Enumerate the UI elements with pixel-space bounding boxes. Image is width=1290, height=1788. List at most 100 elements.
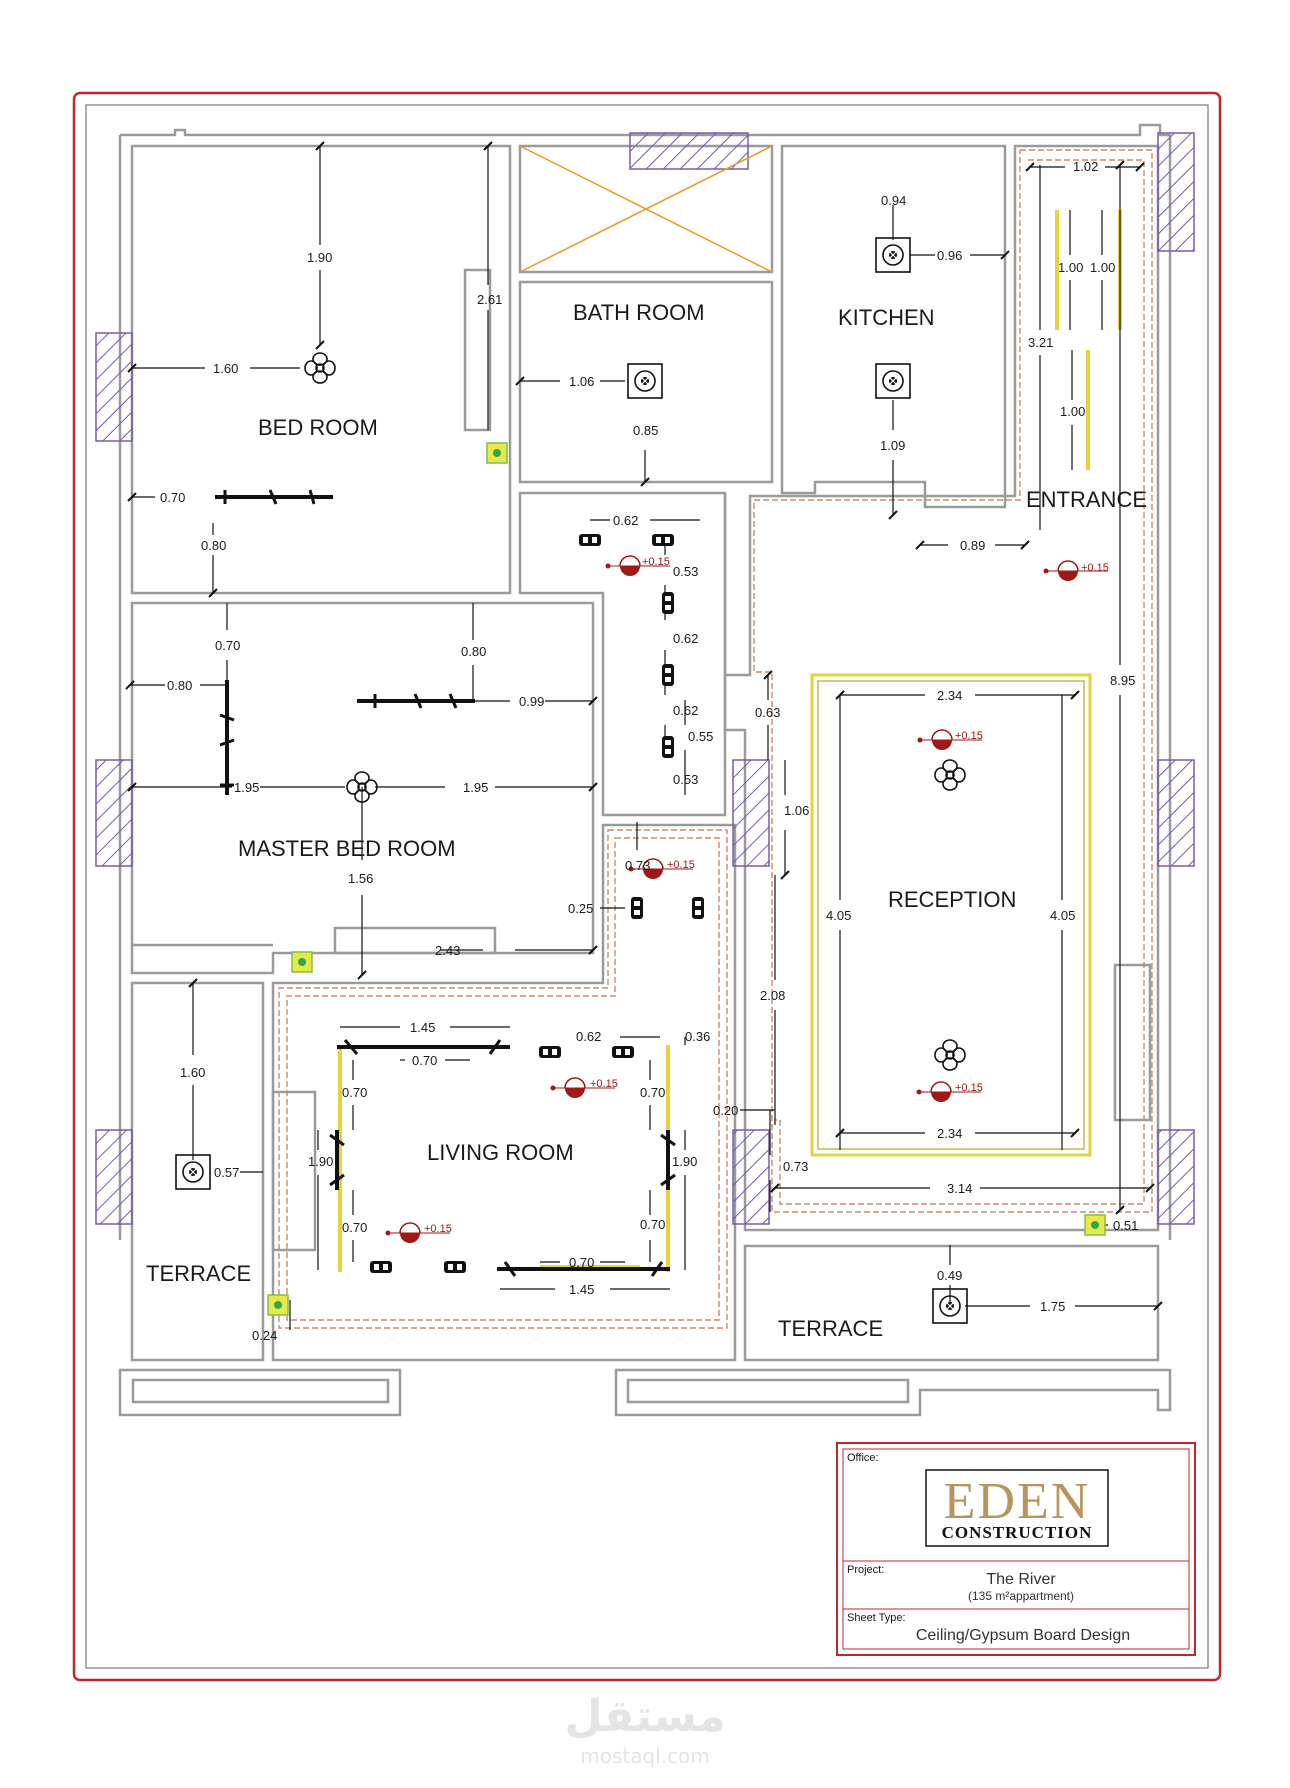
dimension-label: 0.80 (167, 678, 192, 693)
dimension-label: 0.89 (960, 538, 985, 553)
dimension-label: 0.49 (937, 1268, 962, 1283)
dimension-label: 1.09 (880, 438, 905, 453)
dimension-label: 0.70 (569, 1255, 594, 1270)
dimension-label: 0.24 (252, 1328, 277, 1343)
logo-sub-text: CONSTRUCTION (942, 1523, 1093, 1542)
room-label-reception: RECEPTION (888, 887, 1016, 912)
ceiling-light-icon (875, 363, 911, 399)
dimension-label: 0.36 (685, 1029, 710, 1044)
spotlight-icon (652, 534, 674, 546)
spotlight-icon (662, 736, 674, 758)
dimension-label: 1.95 (463, 780, 488, 795)
dimension-label: 1.90 (307, 250, 332, 265)
dimension-label: 0.51 (1113, 1218, 1138, 1233)
dimension-label: 0.70 (342, 1085, 367, 1100)
track-ticks (219, 489, 676, 1277)
dimension-label: 0.62 (673, 703, 698, 718)
spotlight-icon (444, 1261, 466, 1273)
dimension-lines (130, 146, 1158, 1330)
ceiling-fan-icon (304, 352, 336, 384)
dimension-label: 0.70 (640, 1217, 665, 1232)
dimension-label: 0.96 (937, 248, 962, 263)
dimension-label: 2.43 (435, 943, 460, 958)
watermark-latin: mostaql.com (580, 1744, 710, 1768)
ceiling-fan-icon (934, 759, 966, 791)
dimension-label: 0.73 (625, 858, 650, 873)
dimension-label: 0.94 (881, 193, 906, 208)
dimension-label: 0.53 (673, 772, 698, 787)
level-text: +0.15 (667, 859, 695, 871)
level-text: +0.15 (642, 556, 670, 568)
dimension-label: 1.90 (308, 1154, 333, 1169)
gypsum-outlines (278, 149, 1153, 1329)
dimension-label: 0.63 (755, 705, 780, 720)
eden-logo (925, 1469, 1109, 1547)
dimension-label: 0.70 (160, 490, 185, 505)
dimension-label: 1.45 (410, 1020, 435, 1035)
dimension-label: 1.45 (569, 1282, 594, 1297)
dimension-label: 1.06 (569, 374, 594, 389)
dimension-label: 0.80 (461, 644, 486, 659)
project-label: Project: (847, 1564, 884, 1576)
watermark-arabic: مستقل (565, 1691, 726, 1742)
dimension-label: 0.85 (633, 423, 658, 438)
dimension-label: 1.00 (1060, 404, 1085, 419)
ceiling-fan-icon (934, 1039, 966, 1071)
dimension-label: 1.00 (1090, 260, 1115, 275)
dimension-label: 2.61 (477, 292, 502, 307)
dimension-labels: 1.90 2.61 1.60 0.70 0.80 1.06 0.85 0.94 … (160, 159, 1138, 1343)
ceiling-light-icon (875, 237, 911, 273)
spotlight-icon (662, 664, 674, 686)
spotlight-icon (370, 1261, 392, 1273)
spotlight-icon (662, 592, 674, 614)
dimension-label: 1.00 (1058, 260, 1083, 275)
dimension-label: 1.56 (348, 871, 373, 886)
spotlight-icon (692, 897, 704, 919)
title-block: Office: EDEN CONSTRUCTION Project: The R… (836, 1442, 1196, 1656)
dimension-label: 0.57 (214, 1165, 239, 1180)
spotlight-icon (579, 534, 601, 546)
level-text: +0.15 (955, 1082, 983, 1094)
room-label-terrace-right: TERRACE (778, 1316, 883, 1341)
sheet-type-label: Sheet Type: (847, 1612, 906, 1624)
spotlight-icon (539, 1046, 561, 1058)
level-text: +0.15 (590, 1078, 618, 1090)
outer-sheet-border (72, 91, 1222, 1682)
dimension-label: 0.99 (519, 694, 544, 709)
dimension-label: 3.21 (1028, 335, 1053, 350)
dimension-label: 0.25 (568, 901, 593, 916)
dimension-label: 1.02 (1073, 159, 1098, 174)
level-texts: +0.15 +0.15 +0.15 +0.15 +0.15 +0.15 +0.1… (424, 556, 1109, 1235)
shaft-cross (519, 145, 773, 273)
dimension-label: 1.60 (213, 361, 238, 376)
office-label: Office: (847, 1452, 879, 1464)
dimension-label: 2.08 (760, 988, 785, 1003)
dimension-label: 1.60 (180, 1065, 205, 1080)
dimension-label: 4.05 (1050, 908, 1075, 923)
hatched-columns (95, 132, 1195, 1225)
dimension-label: 1.90 (672, 1154, 697, 1169)
level-text: +0.15 (955, 730, 983, 742)
spotlight-icon (631, 897, 643, 919)
dimension-ticks (125, 141, 1163, 1311)
room-label-kitchen: KITCHEN (838, 305, 935, 330)
level-text: +0.15 (424, 1223, 452, 1235)
dimension-label: 0.70 (640, 1085, 665, 1100)
dimension-label: 0.62 (673, 631, 698, 646)
ceiling-light-icon (175, 1154, 211, 1190)
room-label-bath-room: BATH ROOM (573, 300, 705, 325)
dimension-label: 0.70 (412, 1053, 437, 1068)
dimension-label: 0.55 (688, 729, 713, 744)
dimension-label: 0.20 (713, 1103, 738, 1118)
logo-main-text: EDEN (944, 1473, 1091, 1530)
room-label-entrance: ENTRANCE (1026, 487, 1147, 512)
room-label-bed-room: BED ROOM (258, 415, 378, 440)
ceiling-light-icon (627, 363, 663, 399)
dimension-label: 1.06 (784, 803, 809, 818)
sheet-type: Ceiling/Gypsum Board Design (916, 1627, 1130, 1644)
room-label-living-room: LIVING ROOM (427, 1140, 574, 1165)
room-label-terrace-left: TERRACE (146, 1261, 251, 1286)
dimension-label: 1.95 (234, 780, 259, 795)
dimension-label: 2.34 (937, 1126, 962, 1141)
